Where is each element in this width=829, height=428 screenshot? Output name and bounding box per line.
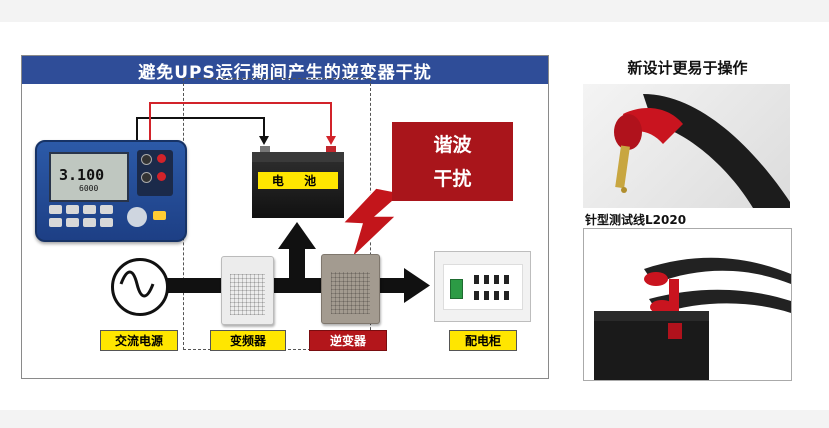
tag-cabinet: 配电柜 xyxy=(449,330,517,351)
meter-sub-reading: 6000 xyxy=(79,184,99,193)
tag-inverter: 逆变器 xyxy=(309,330,387,351)
probe-tip-photo xyxy=(583,84,790,208)
meter-reading: 3.100 xyxy=(59,166,105,184)
main-switch xyxy=(450,279,463,299)
battery-terminal xyxy=(326,146,336,153)
tag-ac-source: 交流电源 xyxy=(100,330,178,351)
battery-label: 电 池 xyxy=(258,172,338,189)
battery-tester: 3.100 6000 xyxy=(35,140,187,242)
diagram-title: 避免UPS运行期间产生的逆变器干扰 xyxy=(22,56,548,84)
meter-key xyxy=(66,205,79,214)
battery-top xyxy=(252,152,344,162)
black-jack xyxy=(141,172,152,183)
side-title: 新设计更易于操作 xyxy=(627,59,748,77)
probe-tip-illustration xyxy=(614,94,790,208)
meter-key xyxy=(83,205,96,214)
battery-terminal xyxy=(260,146,270,153)
meter-key xyxy=(100,218,113,227)
harmonic-line-2: 干扰 xyxy=(433,167,472,190)
probe-caption: 针型测试线L2020 xyxy=(585,213,687,227)
probe-jacks xyxy=(137,150,173,196)
breaker xyxy=(494,275,499,284)
meter-key xyxy=(49,218,62,227)
meter-display: 3.100 6000 xyxy=(49,152,129,202)
breaker-panel xyxy=(443,264,523,310)
meter-key xyxy=(66,218,79,227)
breaker xyxy=(504,275,509,284)
converter-unit xyxy=(221,256,274,325)
breaker xyxy=(484,291,489,300)
meter-keypad xyxy=(49,205,169,231)
meter-key xyxy=(83,218,96,227)
converter-grille xyxy=(229,273,266,316)
breaker xyxy=(474,275,479,284)
black-jack xyxy=(141,154,152,165)
meter-key xyxy=(153,211,166,220)
battery-body: 电 池 xyxy=(252,162,344,218)
distribution-cabinet xyxy=(434,251,531,322)
test-lead-illustration xyxy=(594,257,791,380)
battery: 电 池 xyxy=(252,146,344,218)
breaker xyxy=(504,291,509,300)
red-jack xyxy=(157,154,166,163)
breaker xyxy=(494,291,499,300)
meter-dial xyxy=(127,207,147,227)
ac-source-icon xyxy=(111,258,169,316)
tag-converter: 变频器 xyxy=(210,330,286,351)
breaker xyxy=(474,291,479,300)
inverter-grille xyxy=(330,272,371,315)
harmonic-line-1: 谐波 xyxy=(433,133,472,156)
meter-key xyxy=(49,205,62,214)
meter-key xyxy=(100,205,113,214)
inverter-unit xyxy=(321,254,380,324)
breaker xyxy=(484,275,489,284)
test-lead-photo xyxy=(583,228,792,381)
red-jack xyxy=(157,172,166,181)
harmonic-interference-box: 谐波 干扰 xyxy=(392,122,513,201)
